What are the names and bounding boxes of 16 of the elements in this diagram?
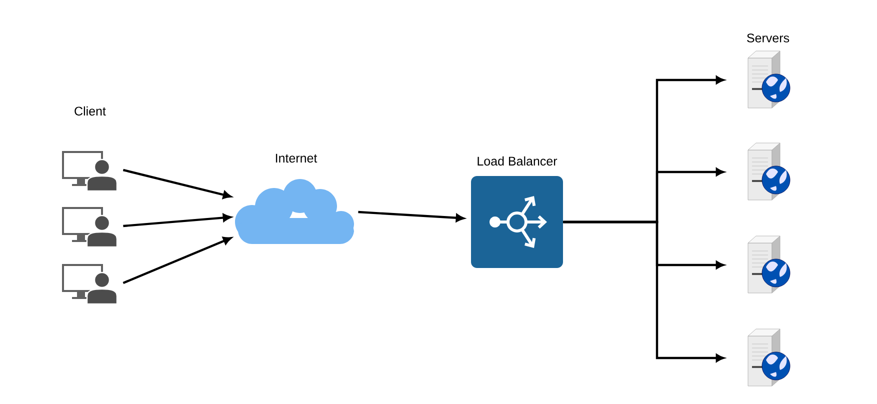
arrow bbox=[122, 168, 232, 199]
node-title: Load Balancer bbox=[478, 156, 558, 166]
arrow bbox=[563, 220, 724, 362]
arrow bbox=[122, 236, 232, 284]
group-label: Client bbox=[74, 106, 106, 116]
arrow bbox=[358, 210, 464, 222]
client-computer-icon bbox=[62, 264, 118, 305]
server-icon bbox=[748, 328, 790, 386]
arrow bbox=[123, 214, 232, 228]
group-label: Servers bbox=[747, 34, 790, 42]
server-icon bbox=[748, 236, 790, 294]
node-title: Internet bbox=[276, 154, 318, 163]
client-computer-icon bbox=[62, 151, 118, 192]
server-icon bbox=[748, 142, 790, 200]
server-icon bbox=[748, 50, 790, 108]
client-computer-icon bbox=[62, 207, 118, 248]
